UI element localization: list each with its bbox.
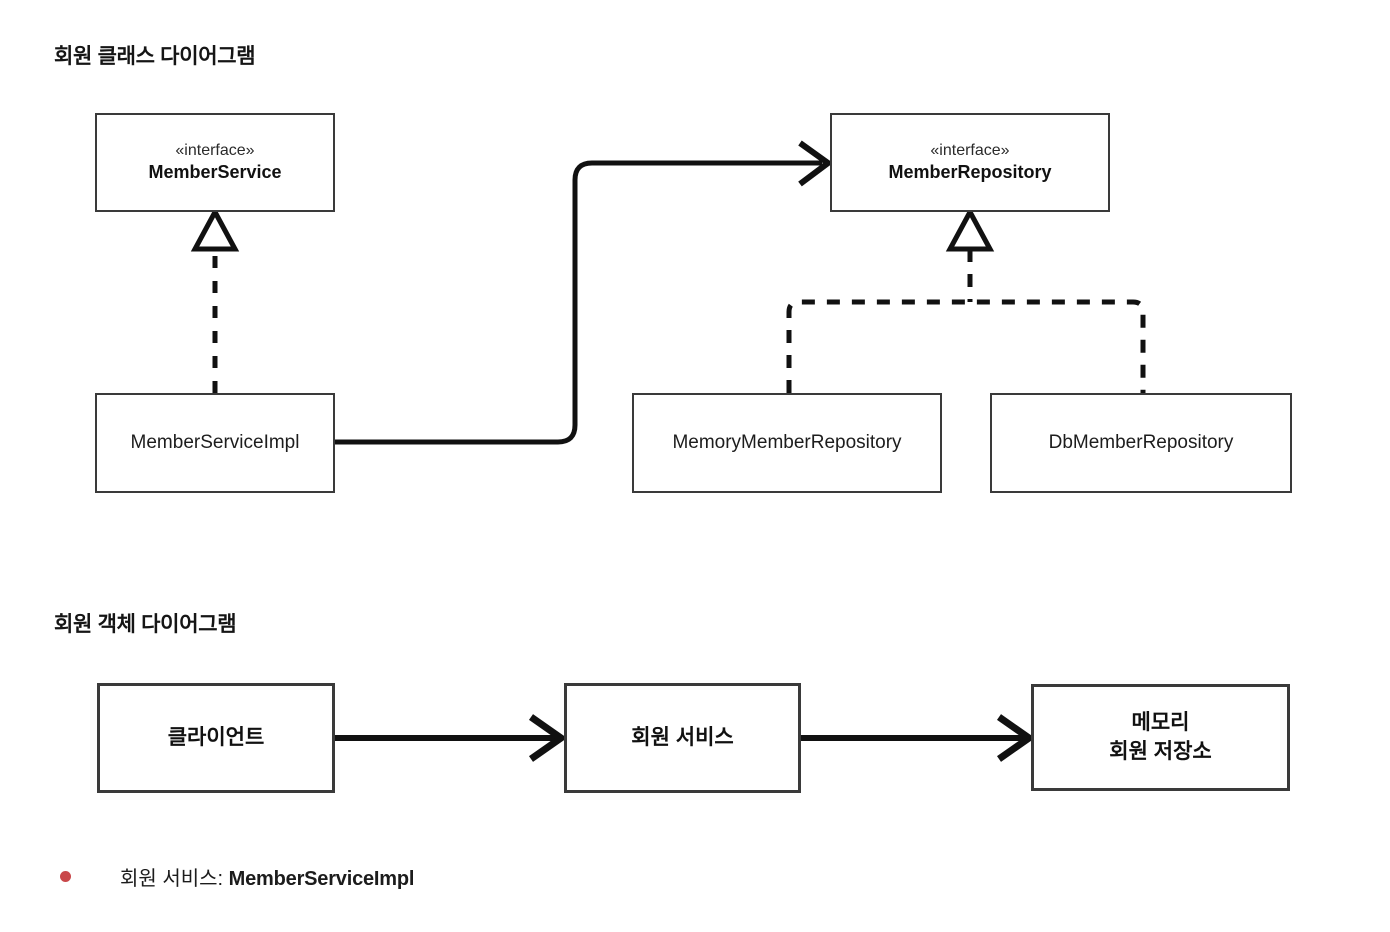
object-node-memory-member-store[interactable]: 메모리 회원 저장소 — [1031, 684, 1290, 791]
object-diagram-heading: 회원 객체 다이어그램 — [54, 613, 237, 636]
open-arrow-icon — [996, 714, 1036, 762]
type-name-label: MemberService — [148, 161, 282, 182]
type-name-label: DbMemberRepository — [1048, 431, 1234, 453]
type-name-label: MemoryMemberRepository — [672, 431, 902, 453]
edge-client-to-member-service — [335, 714, 568, 762]
note-value: MemberServiceImpl — [228, 868, 415, 890]
note-text: 회원 서비스: MemberServiceImpl — [120, 862, 414, 891]
type-name-label: MemberRepository — [888, 161, 1052, 182]
hollow-triangle-icon — [945, 206, 995, 252]
class-node-member-service-impl[interactable]: MemberServiceImpl — [95, 393, 335, 493]
object-node-client[interactable]: 클라이언트 — [97, 683, 335, 793]
object-node-member-service[interactable]: 회원 서비스 — [564, 683, 801, 793]
object-name-label: 메모리 회원 저장소 — [1109, 711, 1212, 763]
edge-impl-realizes-service — [190, 206, 240, 393]
note-list-item: 회원 서비스: MemberServiceImpl — [60, 862, 414, 891]
class-diagram-heading: 회원 클래스 다이어그램 — [54, 45, 256, 68]
object-name-label: 회원 서비스 — [631, 725, 734, 749]
edge-member-service-to-memory-store — [801, 714, 1036, 762]
object-name-label: 클라이언트 — [167, 725, 265, 749]
edge-repos-realize-repository — [786, 206, 1146, 393]
class-node-db-member-repository[interactable]: DbMemberRepository — [990, 393, 1292, 493]
note-label: 회원 서비스: — [120, 868, 229, 890]
class-node-member-repository[interactable]: «interface» MemberRepository — [830, 113, 1110, 212]
class-node-memory-member-repository[interactable]: MemoryMemberRepository — [632, 393, 942, 493]
bullet-dot-icon — [60, 871, 71, 882]
open-arrow-icon — [798, 140, 834, 187]
hollow-triangle-icon — [190, 206, 240, 252]
stereotype-label: «interface» — [175, 141, 255, 159]
class-node-member-service[interactable]: «interface» MemberService — [95, 113, 335, 212]
open-arrow-icon — [528, 714, 568, 762]
stereotype-label: «interface» — [930, 141, 1010, 159]
type-name-label: MemberServiceImpl — [130, 431, 300, 453]
